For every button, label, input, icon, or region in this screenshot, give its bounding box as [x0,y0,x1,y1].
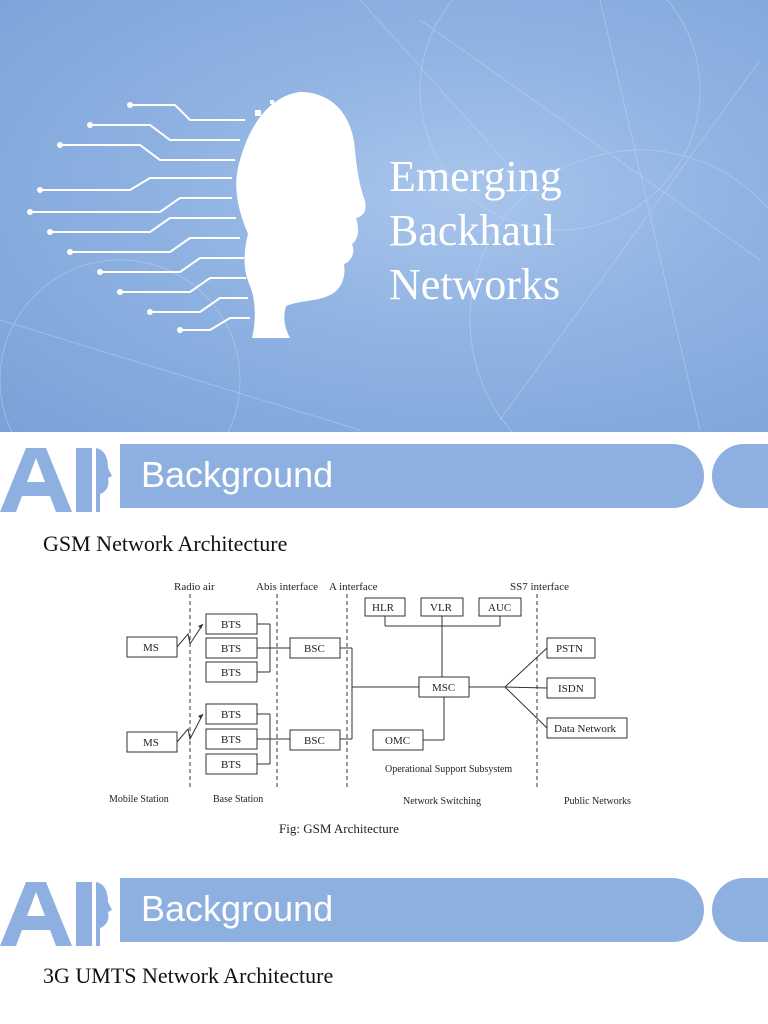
node-hlr: HLR [372,602,395,614]
node-omc: OMC [385,735,410,747]
node-bsc: BSC [304,643,325,655]
group-label: Public Networks [564,796,631,807]
node-bsc: BSC [304,735,325,747]
node-bts: BTS [221,759,241,771]
circuit-lines-icon [30,104,250,331]
node-bts: BTS [221,643,241,655]
interface-label: Radio air [174,581,215,593]
section-heading: Background [141,454,334,495]
group-label: Base Station [213,794,263,805]
section-header-2: Background [0,870,768,946]
section-heading: Background [141,888,334,929]
node-auc: AUC [488,602,511,614]
presentation-title: Emerging Backhaul Networks [389,150,562,312]
node-bts: BTS [221,734,241,746]
section-header-bar-right [712,878,768,942]
oss-label: Operational Support Subsystem [385,764,512,775]
ai-face-icon [236,92,366,338]
node-bts: BTS [221,709,241,721]
title-line-3: Networks [389,260,561,309]
gsm-architecture-diagram: Radio air Abis interface A interface SS7… [109,581,631,807]
title-line-1: Emerging [389,152,562,201]
figure-caption: Fig: GSM Architecture [279,821,399,836]
group-label: Mobile Station [109,794,169,805]
title-line-2: Backhaul [389,206,556,255]
title-slide: Emerging Backhaul Networks [0,0,768,432]
section-header-bar [120,878,704,942]
network-background-graphic [0,0,768,432]
node-msc: MSC [432,682,455,694]
section-header-bar [120,444,704,508]
ai-logo-icon [0,882,112,946]
node-bts: BTS [221,667,241,679]
node-vlr: VLR [430,602,453,614]
ai-logo-icon [0,448,112,512]
group-label: Network Switching [403,796,481,807]
circuit-nodes-icon [27,100,282,333]
interface-label: SS7 interface [510,581,569,593]
umts-subtitle: 3G UMTS Network Architecture [43,963,334,988]
node-ms: MS [143,737,159,749]
section-header-bar-right [712,444,768,508]
node-ms: MS [143,642,159,654]
node-pstn: PSTN [556,643,583,655]
interface-label: A interface [329,581,378,593]
interface-label: Abis interface [256,581,318,593]
node-data-network: Data Network [554,723,617,735]
node-bts: BTS [221,619,241,631]
section-header-1: Background [0,436,768,512]
gsm-subtitle: GSM Network Architecture [43,531,288,556]
node-isdn: ISDN [558,683,584,695]
